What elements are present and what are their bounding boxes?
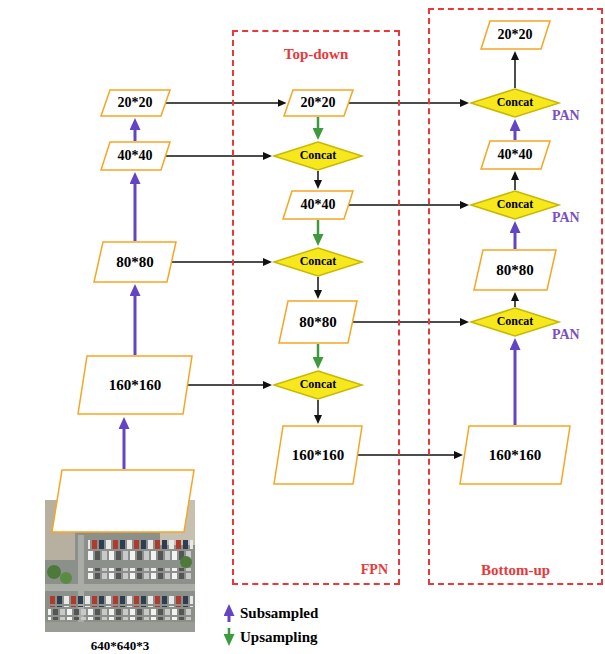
pan-label: PAN xyxy=(552,108,580,123)
concat-diamond: Concat xyxy=(470,190,560,220)
feature-map-box: 80*80 xyxy=(473,249,557,291)
node-outline xyxy=(471,308,559,336)
flow-arrow xyxy=(317,171,319,183)
pan-label: PAN xyxy=(552,327,580,342)
concat-diamond: Concat xyxy=(273,247,363,277)
node-label: 40*40 xyxy=(301,197,336,212)
concat-diamond: Concat xyxy=(273,370,363,400)
node-outline xyxy=(101,90,170,116)
node-outline xyxy=(94,242,176,282)
region-title: Top-down xyxy=(284,46,348,63)
subsample-arrow xyxy=(134,127,137,141)
node-outline xyxy=(460,426,570,484)
node-outline xyxy=(471,191,559,219)
region-frame: 20*20Concat40*40Concat80*80Concat160*160… xyxy=(232,30,400,585)
node-label: Concat xyxy=(497,315,534,328)
node-outline xyxy=(274,142,362,170)
node-outline xyxy=(481,141,550,169)
pan-label-holder: PAN xyxy=(552,325,580,343)
input-size-label-holder: 640*640*3 xyxy=(91,636,150,654)
flow-arrow xyxy=(514,298,516,307)
region-frame: 20*20Concat40*40Concat80*80Concat160*160… xyxy=(428,8,603,585)
subsample-arrow xyxy=(514,128,517,140)
node-label: Concat xyxy=(497,198,534,211)
concat-diamond: Concat xyxy=(470,88,560,118)
subsample-arrow xyxy=(123,426,126,469)
flow-arrow xyxy=(317,277,319,293)
flow-arrow xyxy=(514,57,516,88)
region-label: FPN xyxy=(361,562,388,577)
flow-arrow xyxy=(317,400,319,418)
flow-arrow xyxy=(188,384,266,386)
node-outline xyxy=(481,21,550,49)
feature-map-box: 160*160 xyxy=(273,425,363,485)
node-outline xyxy=(283,191,353,219)
feature-map-box: 20*20 xyxy=(100,89,171,117)
node-label: 80*80 xyxy=(299,314,337,331)
legend-text: Subsampled xyxy=(240,605,318,621)
node-label: 40*40 xyxy=(498,147,533,162)
node-outline xyxy=(274,248,362,276)
upsample-arrow xyxy=(317,344,320,360)
concat-diamond: Concat xyxy=(273,141,363,171)
flow-arrow xyxy=(166,102,281,104)
node-outline xyxy=(101,142,170,170)
legend-subsample-sample xyxy=(228,613,231,622)
legend-item: Upsampling xyxy=(240,628,318,646)
node-label: 80*80 xyxy=(496,262,534,279)
legend-item: Subsampled xyxy=(240,604,318,622)
node-outline xyxy=(284,90,353,116)
node-outline xyxy=(474,250,556,290)
feature-map-box: 40*40 xyxy=(282,190,354,220)
upsample-arrow xyxy=(317,220,320,237)
node-outline xyxy=(274,371,362,399)
node-label: 80*80 xyxy=(116,254,154,271)
node-label: 20*20 xyxy=(498,27,533,42)
subsample-arrow xyxy=(134,181,137,241)
node-label: 160*160 xyxy=(489,447,542,464)
subsample-arrow xyxy=(514,230,517,249)
feature-map-box: 20*20 xyxy=(283,89,354,117)
feature-map-box: 40*40 xyxy=(100,141,171,171)
flow-arrow xyxy=(349,204,463,206)
node-outline xyxy=(279,301,357,343)
concat-diamond: Concat xyxy=(470,307,560,337)
upsample-arrow xyxy=(317,117,320,131)
node-label: 20*20 xyxy=(118,95,153,110)
node-label: Concat xyxy=(300,378,337,391)
node-label: Concat xyxy=(300,149,337,162)
pan-label-holder: PAN xyxy=(552,208,580,226)
flow-arrow xyxy=(514,177,516,190)
feature-map-box: 80*80 xyxy=(93,241,177,283)
feature-map-box: 160*160 xyxy=(77,355,193,415)
flow-arrow xyxy=(166,155,267,157)
flow-arrow xyxy=(172,261,266,263)
node-label: Concat xyxy=(300,255,337,268)
region-title: Bottom-up xyxy=(481,562,550,579)
pan-label-holder: PAN xyxy=(552,106,580,124)
feature-map-box: 80*80 xyxy=(278,300,358,344)
legend-upsample-sample xyxy=(228,628,231,637)
flow-arrow xyxy=(358,454,457,456)
flow-arrow xyxy=(349,102,464,104)
node-label: Concat xyxy=(497,96,534,109)
node-outline xyxy=(78,356,192,414)
input-size-label: 640*640*3 xyxy=(91,638,150,653)
flow-arrow xyxy=(353,321,463,323)
feature-map-box: 20*20 xyxy=(480,20,551,50)
node-outline xyxy=(274,426,362,484)
input-placeholder xyxy=(52,470,194,532)
node-label: 160*160 xyxy=(109,377,162,394)
node-label: 40*40 xyxy=(118,148,153,163)
feature-map-box: 160*160 xyxy=(459,425,571,485)
subsample-arrow xyxy=(514,347,517,425)
legend-text: Upsampling xyxy=(240,629,318,645)
subsample-arrow xyxy=(134,293,137,355)
pan-label: PAN xyxy=(552,210,580,225)
feature-map-box: 40*40 xyxy=(480,140,551,170)
node-outline xyxy=(471,89,559,117)
node-label: 160*160 xyxy=(292,447,345,464)
node-label: 20*20 xyxy=(301,95,336,110)
